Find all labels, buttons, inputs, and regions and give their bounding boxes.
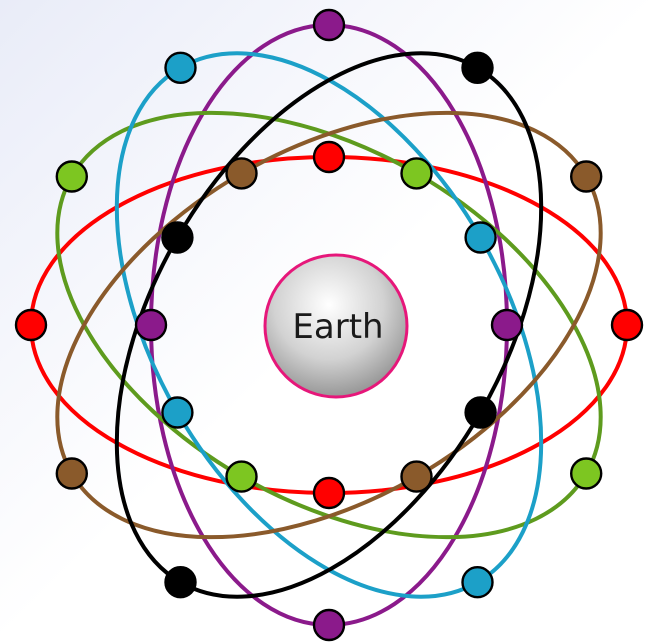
green-satellite [227,462,257,492]
black-satellite [466,398,496,428]
earth-label: Earth [292,307,383,347]
purple-satellite [314,10,344,40]
black-satellite [166,567,196,597]
cyan-satellite [166,53,196,83]
brown-satellite [571,162,601,192]
brown-satellite [227,158,257,188]
red-satellite [16,310,46,340]
brown-satellite [402,462,432,492]
red-satellite [612,310,642,340]
black-satellite [463,53,493,83]
purple-satellite [136,310,166,340]
cyan-satellite [162,398,192,428]
cyan-satellite [466,223,496,253]
cyan-satellite [463,567,493,597]
purple-satellite [492,310,522,340]
green-satellite [571,459,601,489]
green-satellite [57,162,87,192]
earth: Earth [265,255,407,397]
black-satellite [162,223,192,253]
red-satellite [314,142,344,172]
green-satellite [402,158,432,188]
brown-satellite [57,459,87,489]
purple-satellite [314,610,344,640]
red-satellite [314,478,344,508]
